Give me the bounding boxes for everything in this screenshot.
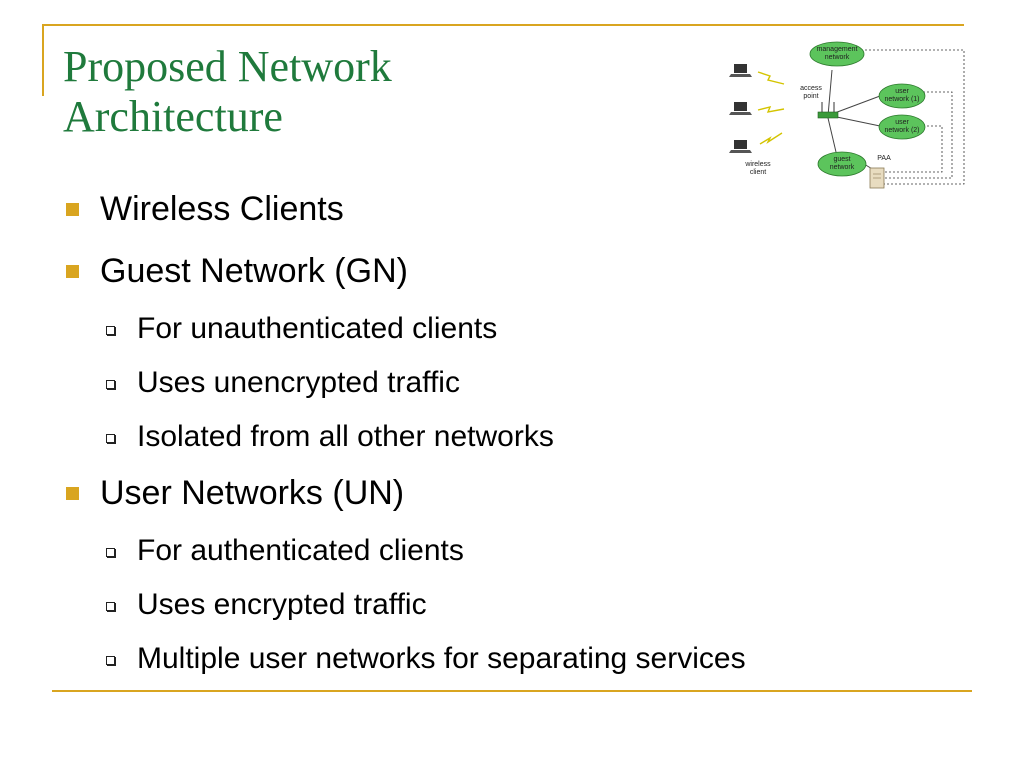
bottom-rule bbox=[52, 690, 972, 692]
wireless-signal-icon bbox=[757, 71, 785, 85]
svg-text:network: network bbox=[825, 54, 850, 61]
wireless-signal-icon bbox=[757, 105, 785, 113]
access-point-label-1: access bbox=[800, 85, 822, 92]
access-point-label-2: point bbox=[803, 93, 818, 100]
sub-bullet-authenticated: For authenticated clients bbox=[106, 534, 464, 567]
paa-label: PAA bbox=[877, 155, 891, 162]
svg-text:user: user bbox=[895, 119, 909, 126]
top-rule-vertical bbox=[42, 24, 44, 96]
ap-user2-link bbox=[831, 115, 881, 127]
title-line-2: Architecture bbox=[63, 92, 283, 141]
top-rule-horizontal bbox=[42, 24, 964, 26]
guest-network-cloud: guest network bbox=[817, 151, 867, 177]
management-link-line bbox=[857, 49, 965, 185]
bullet-wireless-clients: Wireless Clients bbox=[66, 190, 344, 228]
svg-text:network (1): network (1) bbox=[884, 96, 919, 103]
sub-bullet-unencrypted: Uses unencrypted traffic bbox=[106, 366, 460, 399]
wireless-signal-icon bbox=[759, 132, 783, 145]
svg-text:network: network bbox=[830, 164, 855, 171]
svg-text:network (2): network (2) bbox=[884, 127, 919, 134]
sub-bullet-unauthenticated: For unauthenticated clients bbox=[105, 312, 498, 345]
bullet-user-networks: User Networks (UN) bbox=[65, 474, 405, 512]
svg-text:user: user bbox=[895, 88, 909, 95]
svg-text:guest: guest bbox=[833, 156, 850, 163]
wireless-client-label-1: wireless bbox=[744, 161, 771, 168]
ap-management-link bbox=[827, 69, 833, 117]
svg-text:management: management bbox=[817, 46, 858, 53]
network-diagram: management network user network (1) user… bbox=[729, 41, 965, 189]
bullet-guest-network: Guest Network (GN) bbox=[66, 252, 408, 290]
sub-bullet-multiple-networks: Multiple user networks for separating se… bbox=[106, 642, 746, 675]
sub-bullet-encrypted: Uses encrypted traffic bbox=[106, 588, 427, 621]
ap-guest-link bbox=[827, 117, 837, 153]
access-point-icon bbox=[817, 102, 839, 119]
title-line-1: Proposed Network bbox=[63, 42, 392, 91]
slide-title: Proposed Network Architecture bbox=[63, 42, 392, 142]
laptop-icon bbox=[729, 140, 752, 153]
sub-bullet-isolated: Isolated from all other networks bbox=[106, 420, 554, 453]
user2-link-line bbox=[871, 125, 943, 173]
wireless-client-label-2: client bbox=[750, 169, 766, 176]
user-network-2-cloud: user network (2) bbox=[878, 114, 926, 140]
laptop-icon bbox=[729, 64, 752, 77]
ap-user1-link bbox=[831, 95, 881, 115]
management-cloud: management network bbox=[809, 41, 865, 67]
user1-link-line bbox=[871, 91, 953, 179]
user-network-1-cloud: user network (1) bbox=[878, 83, 926, 109]
laptop-icon bbox=[729, 102, 752, 115]
paa-server-icon bbox=[869, 167, 885, 189]
